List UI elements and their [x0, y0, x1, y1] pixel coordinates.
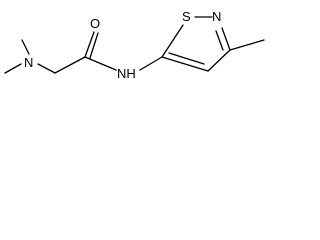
bond-c3-methyl [229, 39, 265, 51]
bond-methyl1-n [4, 63, 22, 74]
ring-sulfur-label: S [182, 9, 191, 24]
bond-c3-c4 [207, 49, 231, 72]
bond-n-ch2 [37, 63, 56, 74]
bond-c4-c5 [161, 56, 209, 72]
atom-labels: N O NH S N [24, 9, 221, 81]
bond-n-c3 [221, 27, 231, 51]
carbonyl-oxygen-label: O [90, 16, 100, 31]
bonds [4, 16, 265, 74]
amine-nitrogen-label: N [24, 55, 33, 70]
ring-nitrogen-label: N [212, 9, 221, 24]
bond-methyl2-n [21, 39, 30, 55]
bond-nh-ring [139, 56, 163, 71]
amide-nh-label: NH [117, 66, 136, 81]
bond-c5-s [161, 24, 184, 58]
bond-n-c3-inner [215, 30, 224, 51]
bond-carbonyl-o [84, 31, 95, 58]
bond-carbonyl-nh [84, 56, 117, 71]
chemical-structure-diagram: N O NH S N [4, 9, 265, 81]
bond-carbonyl-o-second [89, 32, 99, 59]
bond-c4-c5-inner [168, 52, 205, 65]
bond-ch2-carbonyl [54, 56, 86, 74]
